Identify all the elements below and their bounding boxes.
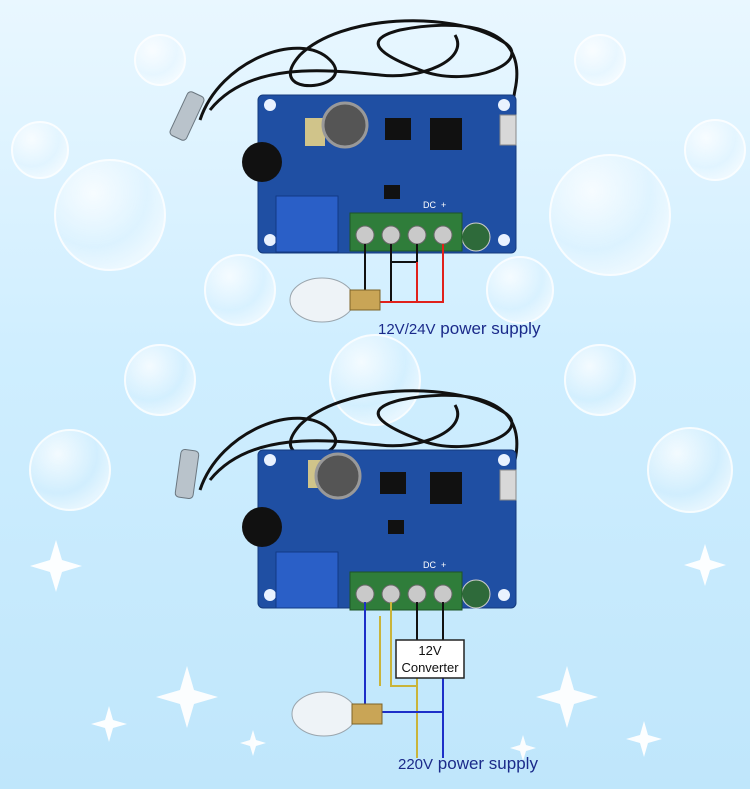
- capacitor: [461, 579, 491, 609]
- light-bulb-icon: [289, 277, 381, 323]
- voltage-label: 12V/24V: [378, 321, 436, 338]
- voltage-label: 220V: [398, 756, 434, 773]
- terminal-block: [349, 212, 463, 252]
- chip: [384, 185, 400, 199]
- capacitor: [461, 222, 491, 252]
- dc-plus: +: [441, 560, 446, 570]
- dc-label: DC: [423, 560, 436, 570]
- terminal-block: [349, 571, 463, 611]
- caption-top: 12V/24V power supply: [378, 319, 540, 339]
- buzzer: [242, 142, 282, 182]
- coin-battery: [308, 452, 362, 500]
- supply-label: power supply: [440, 319, 541, 338]
- relay: [275, 195, 339, 253]
- dc-label: DC: [423, 200, 436, 210]
- coin-battery: [305, 101, 369, 149]
- dc-plus: +: [441, 200, 446, 210]
- pcb-board: DC +: [242, 449, 517, 611]
- microcontroller-chip: [430, 472, 462, 504]
- caption-bottom: 220V power supply: [398, 754, 538, 774]
- probe-connector: [499, 114, 517, 146]
- screw-terminal-icon: [355, 584, 453, 604]
- wiring-converter: [350, 602, 444, 758]
- converter-line1: 12V: [418, 643, 441, 658]
- relay: [275, 551, 339, 609]
- probe-cable: [198, 19, 519, 131]
- chip: [388, 520, 404, 534]
- probe-cable: [198, 389, 519, 501]
- diagram-direct-wiring: DC +: [0, 0, 750, 394]
- screw-terminal-icon: [355, 225, 453, 245]
- pcb-board: DC +: [242, 94, 517, 254]
- converter-line2: Converter: [401, 660, 459, 675]
- chip: [380, 472, 406, 494]
- buzzer: [242, 507, 282, 547]
- temperature-probe-icon: [174, 448, 200, 500]
- chip: [385, 118, 411, 140]
- probe-connector: [499, 469, 517, 501]
- microcontroller-chip: [430, 118, 462, 150]
- supply-label: power supply: [437, 754, 538, 773]
- temperature-probe-icon: [169, 91, 205, 141]
- diagram-converter-wiring: DC + 12V Converter: [0, 372, 750, 766]
- light-bulb-icon: [291, 691, 383, 737]
- converter-box: 12V Converter: [395, 639, 465, 679]
